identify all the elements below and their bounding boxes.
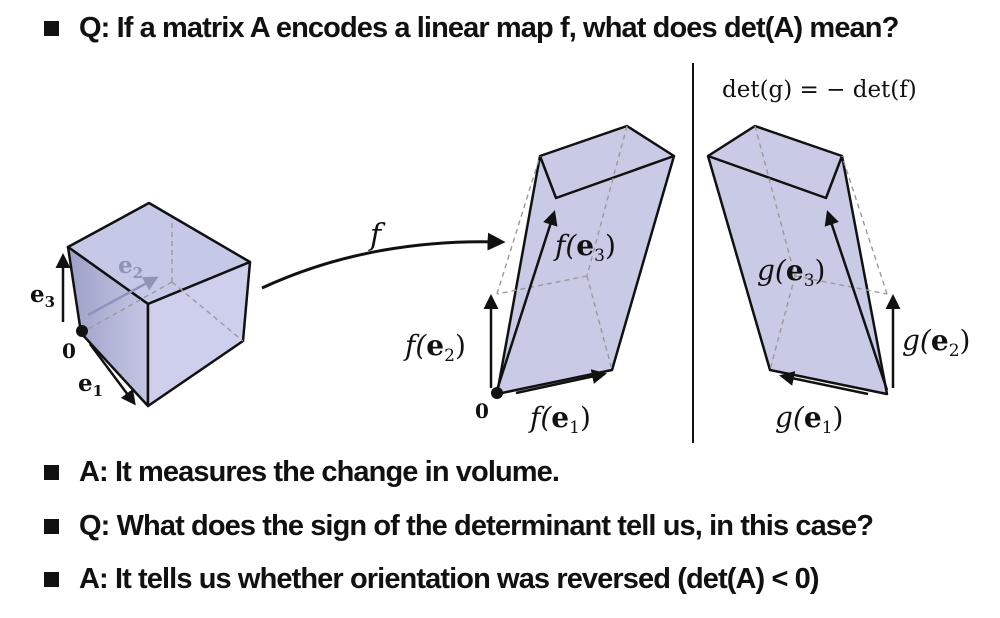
g-parallelepiped bbox=[706, 124, 901, 396]
answer-1-text: A: It measures the change in volume. bbox=[79, 456, 560, 488]
e3-label: e3 bbox=[30, 281, 55, 311]
answer-1: A: It measures the change in volume. bbox=[44, 456, 560, 489]
g-e3-label: g(e3) bbox=[757, 254, 825, 291]
e1-label: e1 bbox=[78, 370, 103, 400]
origin-point-f bbox=[491, 387, 503, 399]
bullet-square bbox=[44, 572, 59, 587]
g-e2-label: g(e2) bbox=[902, 324, 970, 361]
e2-label: e2 bbox=[118, 252, 143, 282]
f-e2-label: f(e2) bbox=[403, 329, 466, 366]
question-2-text: Q: What does the sign of the determinant… bbox=[79, 510, 874, 542]
g-e1-label: g(e1) bbox=[775, 401, 843, 438]
question-1: Q: If a matrix A encodes a linear map f,… bbox=[44, 12, 899, 45]
question-1-text: Q: If a matrix A encodes a linear map f,… bbox=[79, 12, 899, 44]
unit-cube bbox=[55, 201, 252, 408]
origin-label-cube: 0 bbox=[62, 339, 76, 363]
map-label-f: f bbox=[368, 218, 386, 253]
bullet-square bbox=[44, 465, 59, 480]
origin-point-cube bbox=[76, 325, 88, 337]
bullet-square bbox=[44, 519, 59, 534]
answer-2: A: It tells us whether orientation was r… bbox=[44, 563, 820, 596]
map-arrow bbox=[261, 232, 506, 290]
f-e1-label: f(e1) bbox=[528, 401, 591, 438]
answer-2-text: A: It tells us whether orientation was r… bbox=[79, 563, 820, 595]
bullet-square bbox=[44, 21, 59, 36]
origin-label-f: 0 bbox=[475, 399, 489, 423]
equation-label: det(g) = − det(f) bbox=[722, 77, 917, 103]
f-e3-label: f(e3) bbox=[553, 229, 616, 266]
question-2: Q: What does the sign of the determinant… bbox=[44, 510, 874, 543]
f-parallelepiped bbox=[483, 124, 676, 399]
